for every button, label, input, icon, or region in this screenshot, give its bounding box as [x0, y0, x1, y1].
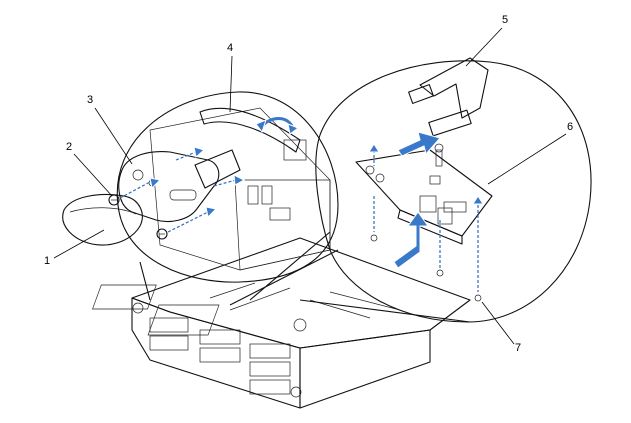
control-panel-assembly — [118, 151, 220, 223]
callouts: 1 2 3 4 5 6 7 — [44, 14, 573, 354]
control-panel-cable — [199, 107, 301, 153]
callout-7: 7 — [481, 301, 521, 354]
server-chassis — [92, 237, 471, 409]
svg-text:7: 7 — [515, 342, 521, 354]
left-detail-magnifier — [62, 91, 339, 301]
drive-bays — [132, 302, 302, 398]
left-guide-arrows — [119, 117, 300, 233]
svg-text:5: 5 — [502, 14, 508, 26]
standoffs — [368, 143, 484, 302]
right-guide-arrows — [393, 131, 441, 269]
callout-1: 1 — [44, 229, 105, 267]
callout-5: 5 — [465, 14, 508, 67]
callout-2: 2 — [66, 141, 113, 197]
control-panel-bezel — [62, 193, 143, 246]
control-panel-board — [355, 143, 493, 245]
svg-text:6: 6 — [567, 121, 573, 133]
right-detail-magnifier — [229, 57, 592, 323]
svg-text:3: 3 — [87, 94, 93, 106]
svg-text:4: 4 — [227, 42, 233, 54]
svg-text:2: 2 — [66, 141, 72, 153]
svg-text:1: 1 — [44, 255, 50, 267]
callout-6: 6 — [487, 121, 573, 185]
callout-4: 4 — [227, 42, 233, 113]
callout-3: 3 — [87, 94, 133, 165]
ribbon-cable — [408, 57, 489, 137]
